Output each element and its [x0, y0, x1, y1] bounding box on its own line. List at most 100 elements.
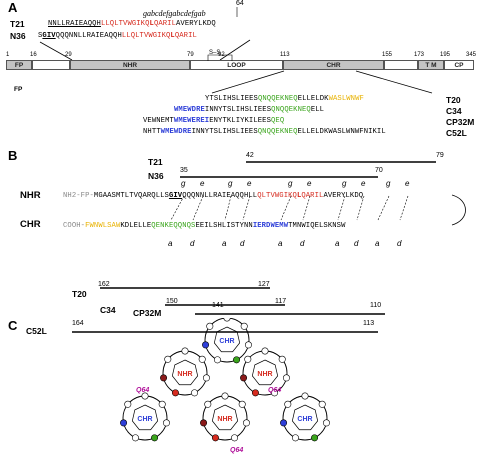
residue-dot — [223, 318, 231, 322]
nhr-b-red2: QARIL — [301, 192, 324, 200]
t21-seq-red2: QARIL — [153, 20, 177, 28]
nhr-b-red1: QLTVWGIKQ — [257, 192, 297, 200]
helical-wheel-2: NHR — [240, 347, 290, 397]
chr-label-b: CHR — [20, 219, 41, 230]
t21-seq-post: AVERYLKDQ — [176, 20, 216, 28]
heptad-bottom-0: a — [168, 239, 173, 248]
heptad-header: gabcdefgabcdefgab — [143, 9, 206, 18]
n36-start-b: 35 — [180, 167, 188, 174]
n36-end-b: 70 — [375, 167, 383, 174]
residue-dot — [124, 400, 132, 408]
n36-seq-red2: QARIL — [174, 32, 197, 40]
residue-dot — [240, 322, 248, 330]
chr-b-pre: COOH- — [63, 222, 86, 230]
c34-a-seg4: ELL — [310, 106, 325, 114]
c52l-a-seg4: QNQQEKNEQ — [257, 128, 298, 136]
nhr-label-b: NHR — [20, 190, 41, 201]
helical-wheel-3: CHR — [120, 392, 170, 442]
heptad-bottom-9: d — [397, 239, 402, 248]
contact-dashed-lines — [170, 195, 409, 221]
cp32m-a-seg4: QEQ — [271, 117, 285, 125]
n36-label: N36 — [10, 31, 26, 41]
wheel-label-5: CHR — [297, 416, 312, 423]
residue-dot — [171, 389, 179, 397]
residue-dot — [204, 400, 212, 408]
c34-end-b: 117 — [275, 298, 287, 305]
domain-loop: LOOP — [190, 60, 283, 70]
nhr-sequence-b: NH2-FP-MGAASMTLTVQARQLLSGIVQQQNNLLRAIEAQ… — [63, 192, 363, 200]
domain-spacer-1 — [32, 60, 70, 70]
t20-a-seg4: WASLWNWF — [328, 95, 364, 103]
heptad-bottom-4: a — [278, 239, 283, 248]
wheel-inner-arrows — [213, 326, 241, 353]
pos-29: 29 — [65, 52, 72, 58]
heptad-top-8: g — [386, 179, 391, 188]
n36-seq-pre: QQQNNLLRAIEAQQH — [55, 32, 122, 40]
residue-dot — [164, 355, 172, 363]
c52l-a-seg6: NIKIL — [363, 128, 386, 136]
residue-dot — [200, 419, 208, 427]
residue-dot — [322, 419, 330, 427]
c34-a-seg3: QNQQEKNEQ — [271, 106, 311, 114]
residue-dot — [244, 355, 252, 363]
contact-line-6 — [337, 195, 346, 221]
c34-label-b: C34 — [100, 305, 116, 315]
residue-dot — [233, 356, 241, 364]
panel-c-letter: C — [8, 318, 18, 333]
residue-dot — [158, 400, 166, 408]
residue-dot — [238, 400, 246, 408]
chr-b-b: EEILSHLISTYNN — [195, 222, 253, 230]
chr-b-green: QENKEQQNQS — [151, 222, 196, 230]
cp32m-a-seg1: VEWNEMT — [143, 117, 174, 125]
chr-b-blue: IERDWEMW — [252, 222, 289, 230]
t21-sequence: NNLLRAIEAQQHLLQLTVWGIKQLQARILAVERYLKDQ — [48, 20, 216, 28]
t20-a-seg2: QNQQEKNEQ — [257, 95, 298, 103]
pos-113: 113 — [280, 52, 290, 58]
n36-seq-giv: GIV — [42, 32, 56, 40]
n36-sequence: SGIVQQQNNLLRAIEAQQHLLQLTVWGIKQLQARIL — [38, 32, 197, 40]
q64-label-left: Q64 — [136, 387, 150, 394]
nhr-b-pre: NH2-FP- — [63, 192, 94, 200]
t21-label-b: T21 — [148, 157, 163, 167]
heptad-top-2: g — [228, 179, 233, 188]
pos-345: 345 — [466, 52, 477, 58]
heptad-top-0: g — [181, 179, 186, 188]
residue-dot — [211, 434, 219, 442]
residue-dot — [131, 434, 139, 442]
domain-chr: CHR — [283, 60, 384, 70]
heptad-top-9: e — [405, 179, 410, 188]
panel-a-letter: A — [8, 0, 18, 15]
helical-wheel-0: CHR — [202, 318, 252, 364]
residue-dot — [240, 374, 248, 382]
residue-dot — [221, 392, 229, 400]
residue-dot — [198, 355, 206, 363]
residue-dot — [278, 355, 286, 363]
chr-sequence-b: COOH-FWNWLSAWKDLELLEQENKEQQNQSEEILSHLIST… — [63, 222, 346, 230]
helical-wheel-1: NHR — [160, 347, 210, 397]
t20-label-a: T20 — [446, 95, 461, 105]
t21-seq-pre: NNLLRAIEAQQH — [48, 20, 101, 28]
n36-seq-s: S — [38, 32, 43, 40]
contact-line-0 — [170, 195, 185, 221]
cp32m-label-b: CP32M — [133, 308, 162, 318]
c34-a-seg2: INNYTSLIHSLIEES — [204, 106, 272, 114]
heptad-bottom-3: d — [240, 239, 245, 248]
disulfide-bracket — [207, 54, 233, 61]
residue-dot — [181, 347, 189, 355]
wheel-label-0: CHR — [219, 338, 234, 345]
nhr-b-q: L — [296, 192, 302, 200]
residue-dot — [282, 374, 290, 382]
heptad-bottom-8: a — [375, 239, 380, 248]
c34-start-b: 150 — [166, 298, 178, 305]
residue-dot — [160, 374, 168, 382]
t21-start-b: 42 — [246, 152, 254, 159]
residue-dot — [231, 434, 239, 442]
c34-label-a: C34 — [446, 106, 462, 116]
helical-wheel-5: CHR — [280, 392, 330, 442]
residue-dot — [191, 389, 199, 397]
c52l-label-a: C52L — [446, 128, 467, 138]
residue-dot — [301, 392, 309, 400]
wheel-label-1: NHR — [177, 371, 192, 378]
residue-dot — [251, 389, 259, 397]
c52l-a-seg5: ELLELDKWASLWNWF — [297, 128, 364, 136]
